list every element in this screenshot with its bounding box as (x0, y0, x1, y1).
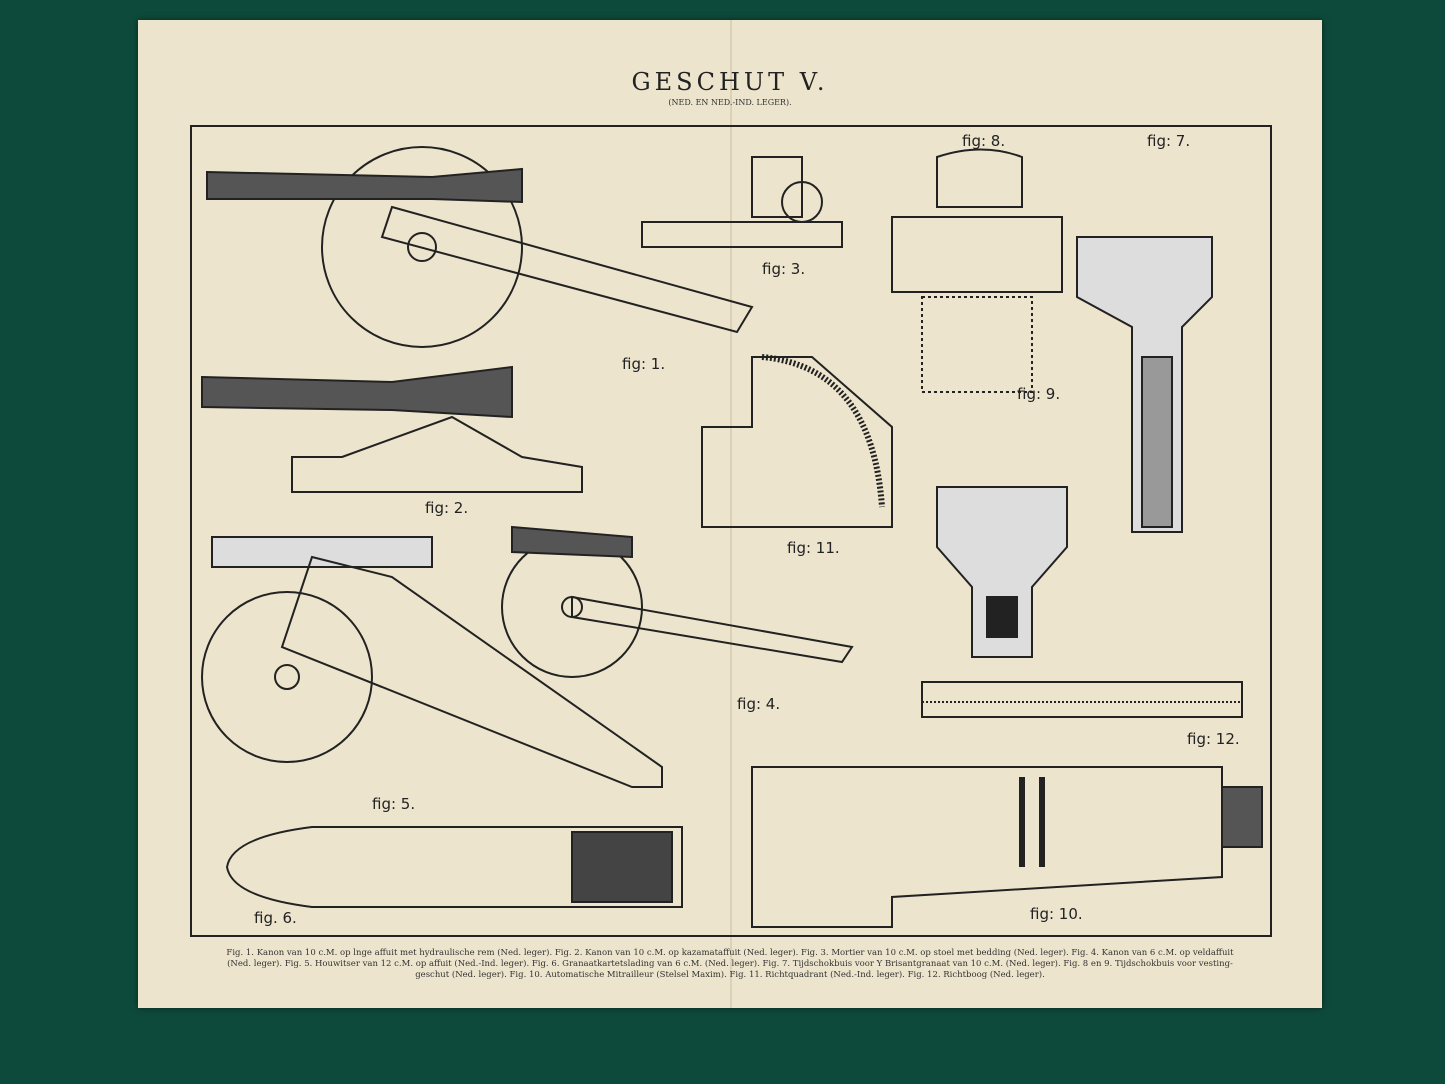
print-sheet: GESCHUT V. (NED. EN NED.-IND. LEGER). (138, 20, 1322, 1008)
caption-line: (Ned. leger). Fig. 5. Houwitser van 12 c… (227, 959, 1233, 969)
caption-line: geschut (Ned. leger). Fig. 10. Automatis… (415, 970, 1045, 980)
plate-caption: Fig. 1. Kanon van 10 c.M. op lnge affuit… (190, 948, 1270, 981)
fig4-field-gun-drawing (501, 525, 854, 678)
fig11-label: fig: 11. (787, 539, 840, 557)
fig2-cannon-drawing (201, 365, 583, 493)
fig9-label: fig: 9. (1017, 385, 1061, 403)
caption-line: Fig. 1. Kanon van 10 c.M. op lnge affuit… (226, 948, 1234, 958)
fig12-sight-drawing (921, 681, 1243, 718)
engravings (201, 146, 1263, 928)
fig5-howitzer-drawing (201, 536, 663, 788)
illustration-frame: fig: 1. fig: 2. fig: 3. fig: 4. fig: 5. … (190, 125, 1272, 937)
fig4-label: fig: 4. (737, 695, 781, 713)
fig8-fuse-drawing (891, 148, 1063, 393)
fig3-mortar-drawing (641, 156, 843, 248)
fig8-label: fig: 8. (962, 132, 1006, 150)
fig6-shell-drawing (225, 826, 683, 908)
fig10-maxim-gun-drawing (751, 766, 1263, 928)
fig2-label: fig: 2. (425, 499, 469, 517)
fig7-label: fig: 7. (1147, 132, 1191, 150)
fig1-cannon-drawing (206, 146, 754, 348)
fig6-label: fig. 6. (254, 909, 297, 927)
fig12-label: fig: 12. (1187, 730, 1240, 748)
fig11-quadrant-drawing (701, 354, 893, 528)
plate-subtitle: (NED. EN NED.-IND. LEGER). (668, 98, 792, 107)
center-fold (730, 20, 732, 1008)
fig10-label: fig: 10. (1030, 905, 1083, 923)
fig3-label: fig: 3. (762, 260, 806, 278)
fig5-label: fig: 5. (372, 795, 416, 813)
plate-title: GESCHUT V. (631, 68, 829, 96)
fig9-fuse-drawing (936, 486, 1068, 658)
fig7-fuse-drawing (1076, 236, 1213, 533)
fig1-label: fig: 1. (622, 355, 666, 373)
